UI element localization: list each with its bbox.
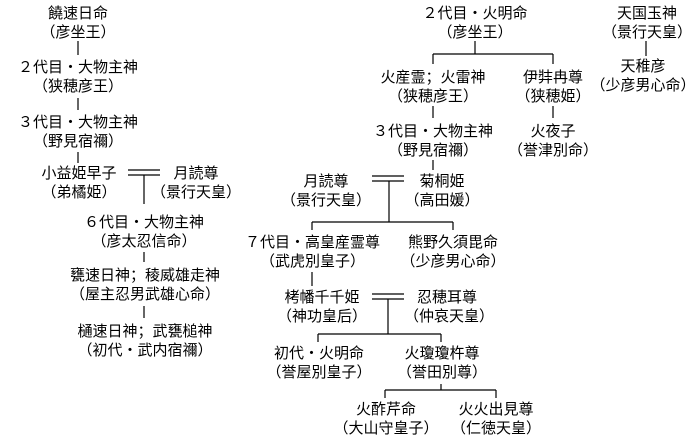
node-alias: （神功皇后） xyxy=(276,307,367,325)
node-hosuseri: 火酢芹命 （大山守皇子） xyxy=(333,400,439,438)
node-g2-omono: ２代目・大物主神 （狭穂彦王） xyxy=(8,58,148,96)
node-g2-hoakari: ２代目・火明命 （彦坐王） xyxy=(415,4,535,42)
node-name: 火火出見尊 xyxy=(458,400,534,418)
node-name: 栲幡千千姫 xyxy=(284,288,360,306)
node-hohodemi: 火火出見尊 （仁徳天皇） xyxy=(448,400,544,438)
node-name: ３代目・大物主神 xyxy=(17,113,138,131)
node-alias: （狭穂彦王） xyxy=(387,87,478,105)
node-amenotamagami: 天国玉神 （景行天皇） xyxy=(602,4,692,42)
node-shodai-hoakari: 初代・火明命 （誉屋別皇子） xyxy=(264,344,374,382)
node-name: 天国玉神 xyxy=(616,4,677,22)
node-name: ７代目・高皇産霊尊 xyxy=(244,233,380,251)
node-alias: （野見宿禰） xyxy=(32,132,123,150)
node-alias: （少彦男心命） xyxy=(400,252,506,270)
node-homusubi: 火産霊；火雷神 （狭穂彦王） xyxy=(372,68,494,106)
node-name: ２代目・火明命 xyxy=(422,4,528,22)
node-ninigi: 火瓊瓊杵尊 （誉田別尊） xyxy=(390,344,494,382)
node-name: 小益姫早子 xyxy=(41,164,117,182)
node-hinoyagi: 火夜子 （誉津別命） xyxy=(508,122,598,160)
node-alias: （屋主忍男武雄心命） xyxy=(69,285,220,303)
node-izanami: 伊弉冉尊 （狭穂姫） xyxy=(508,68,598,106)
node-name: 甕速日神；稜威雄走神 xyxy=(69,266,220,284)
node-hihayahi: 樋速日神；武甕槌神 （初代・武内宿禰） xyxy=(60,322,230,360)
node-name: 火産霊；火雷神 xyxy=(380,68,486,86)
node-alias: （初代・武内宿禰） xyxy=(77,341,213,359)
node-name: 樋速日神；武甕槌神 xyxy=(77,322,213,340)
node-g3-omono-right: ３代目・大物主神 （野見宿禰） xyxy=(363,122,503,160)
node-name: ３代目・大物主神 xyxy=(372,122,493,140)
node-alias: （弟橘姫） xyxy=(41,183,117,201)
node-g6-omono: ６代目・大物主神 （彦太忍信命） xyxy=(74,213,214,251)
node-alias: （景行天皇） xyxy=(602,23,693,41)
node-nigihayahi: 饒速日命 （彦坐王） xyxy=(38,4,118,42)
node-kumanokusubi: 熊野久須毘命 （少彦男心命） xyxy=(400,233,506,271)
node-alias: （大山守皇子） xyxy=(333,419,439,437)
node-alias: （景行天皇） xyxy=(280,191,371,209)
node-name: 忍穂耳尊 xyxy=(416,288,477,306)
node-alias: （武虎別皇子） xyxy=(259,252,365,270)
node-alias: （少彦男心命） xyxy=(590,76,696,94)
node-tsukuyomi-right: 月読尊 （景行天皇） xyxy=(280,172,372,210)
node-uzuhayahi: 甕速日神；稜威雄走神 （屋主忍男武雄心命） xyxy=(50,266,240,304)
node-name: 月読尊 xyxy=(173,164,219,182)
node-alias: （景行天皇） xyxy=(150,183,241,201)
node-oshihomimi: 忍穂耳尊 （仲哀天皇） xyxy=(404,288,495,326)
node-alias: （彦坐王） xyxy=(437,23,513,41)
node-name: 火酢芹命 xyxy=(355,400,416,418)
node-g3-omono-left: ３代目・大物主神 （野見宿禰） xyxy=(8,113,148,151)
node-alias: （仲哀天皇） xyxy=(404,307,495,325)
node-name: 火瓊瓊杵尊 xyxy=(404,344,480,362)
node-name: 伊弉冉尊 xyxy=(522,68,583,86)
node-tsukuyomi-left: 月読尊 （景行天皇） xyxy=(148,164,244,202)
node-alias: （高田媛） xyxy=(404,191,480,209)
node-alias: （誉屋別皇子） xyxy=(266,363,372,381)
node-name: 熊野久須毘命 xyxy=(407,233,498,251)
node-g7-takamimusubi: ７代目・高皇産霊尊 （武虎別皇子） xyxy=(240,233,385,271)
node-name: ２代目・大物主神 xyxy=(17,58,138,76)
node-name: 天稚彦 xyxy=(620,57,666,75)
node-alias: （野見宿禰） xyxy=(387,141,478,159)
node-name: ６代目・大物主神 xyxy=(83,213,204,231)
node-oto-tachibana: 小益姫早子 （弟橘姫） xyxy=(30,164,128,202)
node-alias: （誉津別命） xyxy=(508,141,599,159)
node-name: 火夜子 xyxy=(530,122,576,140)
node-alias: （狭穂姫） xyxy=(515,87,591,105)
node-amewakahiko: 天稚彦 （少彦男心命） xyxy=(590,57,696,95)
node-alias: （誉田別尊） xyxy=(396,363,487,381)
node-name: 饒速日命 xyxy=(47,4,108,22)
node-name: 菊桐姫 xyxy=(419,172,465,190)
node-takuhatachiji: 栲幡千千姫 （神功皇后） xyxy=(272,288,372,326)
node-name: 月読尊 xyxy=(303,172,349,190)
node-name: 初代・火明命 xyxy=(273,344,364,362)
node-alias: （彦太忍信命） xyxy=(91,232,197,250)
node-kukurihime: 菊桐姫 （高田媛） xyxy=(404,172,480,210)
node-alias: （狭穂彦王） xyxy=(32,77,123,95)
node-alias: （仁徳天皇） xyxy=(450,419,541,437)
node-alias: （彦坐王） xyxy=(40,23,116,41)
